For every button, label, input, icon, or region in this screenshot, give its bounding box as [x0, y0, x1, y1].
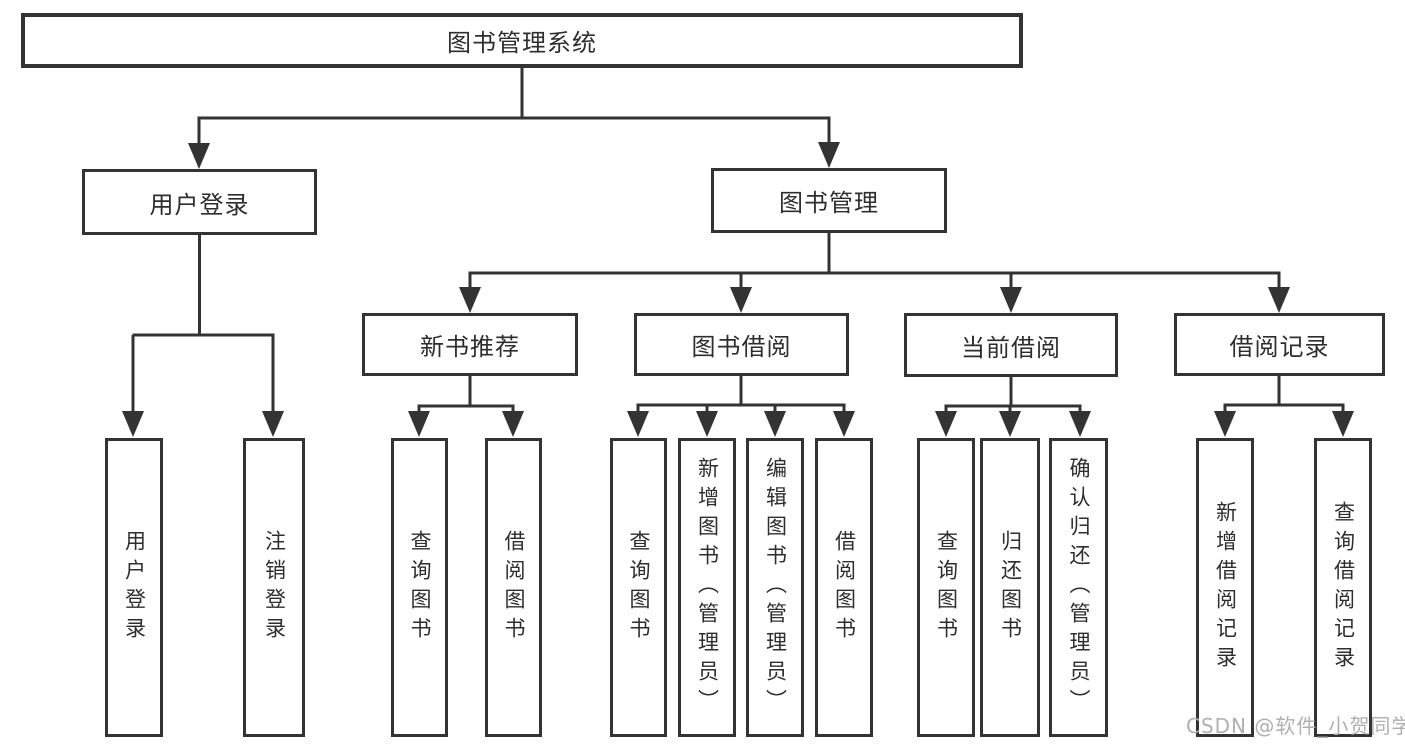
leaf-user-login: 用户登录 — [105, 438, 163, 737]
node-root: 图书管理系统 — [21, 13, 1023, 68]
leaf-confirm-return-admin-label: 确认归还（管理员） — [1067, 457, 1091, 718]
arrowhead-icon — [188, 143, 210, 169]
leaf-query-books-1-label: 查询图书 — [408, 529, 432, 646]
leaf-add-book-admin-label: 新增图书（管理员） — [695, 457, 720, 718]
arrowhead-icon — [696, 411, 718, 437]
leaf-query-books-3-label: 查询图书 — [934, 529, 959, 646]
node-borrow-record: 借阅记录 — [1174, 313, 1385, 376]
leaf-add-book-admin: 新增图书（管理员） — [678, 438, 736, 737]
arrowhead-icon — [502, 411, 524, 437]
leaf-edit-book-admin-label: 编辑图书（管理员） — [763, 457, 788, 718]
node-current-borrow: 当前借阅 — [904, 313, 1118, 377]
leaf-add-borrow-record: 新增借阅记录 — [1196, 438, 1254, 737]
node-borrow-record-label: 借阅记录 — [1229, 333, 1330, 361]
arrowhead-icon — [408, 411, 430, 437]
node-user-login: 用户登录 — [82, 169, 317, 235]
node-book-borrow: 图书借阅 — [634, 313, 849, 376]
arrowhead-icon — [122, 411, 144, 437]
leaf-query-books-2-label: 查询图书 — [627, 529, 651, 646]
leaf-query-borrow-record-label: 查询借阅记录 — [1331, 500, 1356, 675]
node-new-book-recommend-label: 新书推荐 — [420, 333, 520, 361]
leaf-query-borrow-record: 查询借阅记录 — [1314, 438, 1372, 737]
leaf-logout-login: 注销登录 — [243, 438, 305, 737]
leaf-return-book: 归还图书 — [980, 438, 1040, 737]
node-user-login-label: 用户登录 — [149, 190, 250, 219]
leaf-user-login-label: 用户登录 — [122, 529, 147, 646]
arrowhead-icon — [459, 287, 481, 313]
arrowhead-icon — [1214, 411, 1236, 437]
arrowhead-icon — [935, 411, 957, 437]
node-root-label: 图书管理系统 — [447, 29, 597, 57]
node-current-borrow-label: 当前借阅 — [961, 333, 1061, 362]
arrowhead-icon — [1268, 287, 1290, 313]
leaf-borrow-books-1: 借阅图书 — [485, 438, 542, 737]
arrowhead-icon — [262, 411, 284, 437]
arrowhead-icon — [818, 142, 840, 168]
arrowhead-icon — [730, 287, 752, 313]
leaf-add-borrow-record-label: 新增借阅记录 — [1213, 500, 1238, 675]
leaf-return-book-label: 归还图书 — [998, 529, 1023, 646]
leaf-query-books-1: 查询图书 — [391, 438, 448, 737]
watermark-text: CSDN @软件_小贺同学 — [1186, 714, 1405, 738]
leaf-borrow-books-1-label: 借阅图书 — [502, 529, 526, 646]
leaf-borrow-books-2: 借阅图书 — [815, 438, 873, 737]
leaf-logout-login-label: 注销登录 — [262, 529, 287, 646]
leaf-query-books-2: 查询图书 — [610, 438, 667, 737]
node-book-management: 图书管理 — [711, 168, 947, 233]
arrowhead-icon — [999, 411, 1021, 437]
arrowhead-icon — [1000, 287, 1022, 313]
arrowhead-icon — [1069, 411, 1091, 437]
leaf-query-books-3: 查询图书 — [917, 438, 975, 737]
node-book-borrow-label: 图书借阅 — [691, 333, 792, 361]
arrowhead-icon — [1332, 411, 1354, 437]
arrowhead-icon — [764, 411, 786, 437]
arrowhead-icon — [833, 411, 855, 437]
node-new-book-recommend: 新书推荐 — [362, 313, 578, 376]
leaf-edit-book-admin: 编辑图书（管理员） — [746, 438, 804, 737]
node-book-management-label: 图书管理 — [779, 189, 879, 217]
leaf-borrow-books-2-label: 借阅图书 — [832, 529, 857, 646]
leaf-confirm-return-admin: 确认归还（管理员） — [1049, 438, 1108, 737]
arrowhead-icon — [627, 411, 649, 437]
